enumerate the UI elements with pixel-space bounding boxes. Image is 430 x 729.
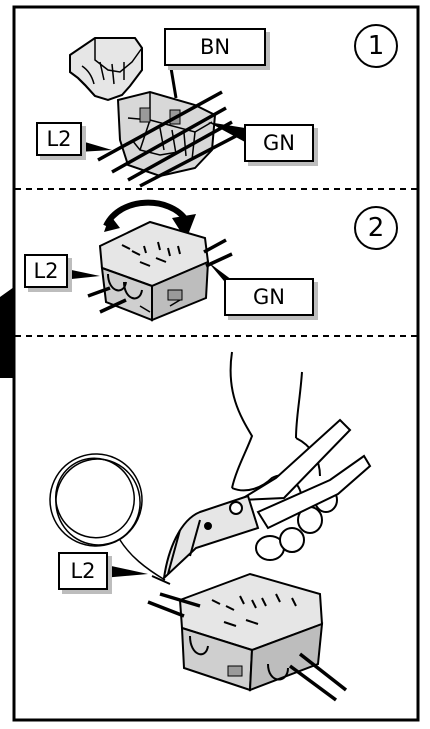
wire-label-bn: BN [164,28,266,66]
wire-label-l2: L2 [36,122,82,156]
leader-l2-1 [78,140,112,152]
wire-label-gn: GN [244,124,314,162]
leader-bn [170,62,176,98]
step-number-text: 1 [368,31,385,61]
leader-l2-3 [102,564,148,578]
side-tab [0,287,14,378]
step-number-text: 2 [368,213,385,243]
wire-label-gn: GN [224,278,314,316]
step-number-1: 1 [354,24,398,68]
wire-label-l2: L2 [58,552,108,590]
step-number-2: 2 [354,206,398,250]
hand-cutter-icon [164,352,370,578]
wire-label-l2: L2 [24,254,68,288]
